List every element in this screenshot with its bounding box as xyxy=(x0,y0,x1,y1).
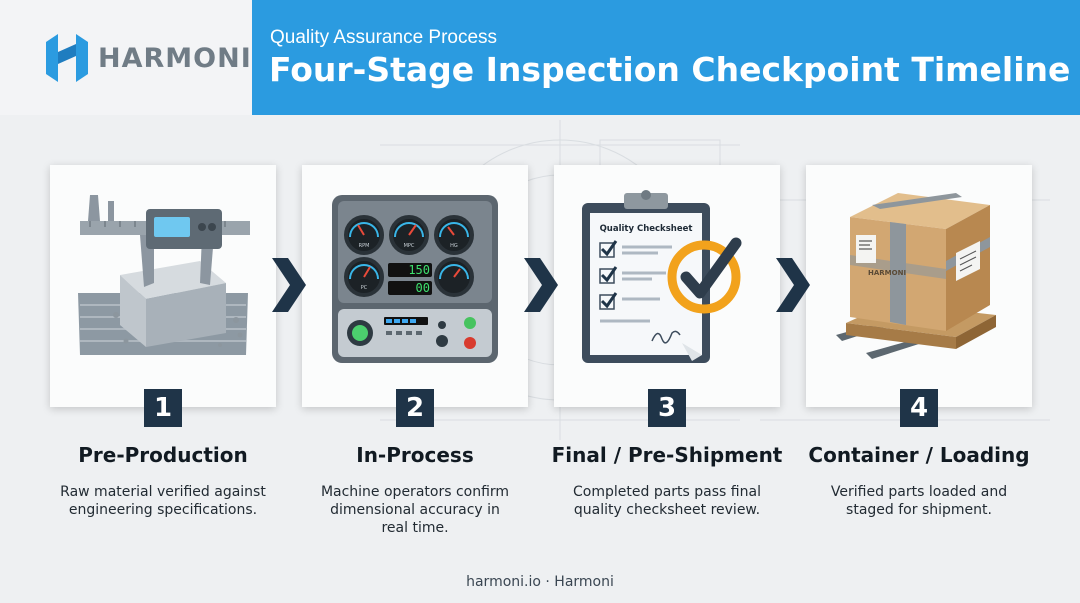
checksheet-title: Quality Checksheet xyxy=(600,224,693,234)
gauge-label: RPM xyxy=(359,243,370,249)
digital-readout: 00 xyxy=(416,281,430,295)
stage-2-title: In-Process xyxy=(356,443,474,467)
stage-1-title: Pre-Production xyxy=(78,443,248,467)
checksheet-icon: Quality Checksheet xyxy=(582,190,742,363)
header-logo-area: HARMONI xyxy=(0,0,252,115)
stage-4-description: Verified parts loaded and staged for shi… xyxy=(830,484,1008,518)
digital-readout: 150 xyxy=(408,263,430,277)
stage-4-card: HARMONI xyxy=(806,165,1032,407)
header-banner: Quality Assurance Process Four-Stage Ins… xyxy=(252,0,1080,115)
stage-4-title: Container / Loading xyxy=(808,443,1030,467)
stage-2-number: 2 xyxy=(396,389,434,427)
header-subtitle: Quality Assurance Process xyxy=(270,27,498,48)
gauge-label: MPC xyxy=(404,243,415,249)
chevron-right-icon xyxy=(272,258,306,312)
chevron-right-icon xyxy=(776,258,810,312)
caliper-icon xyxy=(78,195,250,355)
crate-pallet-icon: HARMONI xyxy=(836,193,996,359)
stage-4-number: 4 xyxy=(900,389,938,427)
stage-1-number: 1 xyxy=(144,389,182,427)
harmoni-logo-icon xyxy=(46,34,88,82)
brand-name: HARMONI xyxy=(98,42,252,74)
gauge-label: HG xyxy=(450,243,458,249)
chevron-right-icon xyxy=(524,258,558,312)
stage-3-card: Quality Checksheet xyxy=(554,165,780,407)
header-title: Four-Stage Inspection Checkpoint Timelin… xyxy=(269,50,1071,89)
stage-2-card: RPM MPC HG PC 150 00 xyxy=(302,165,528,407)
stage-3-number: 3 xyxy=(648,389,686,427)
stage-1-card xyxy=(50,165,276,407)
footer-attribution: harmoni.io · Harmoni xyxy=(466,574,614,590)
brand-logo[interactable]: HARMONI xyxy=(44,30,252,86)
stage-2-description: Machine operators confirm dimensional ac… xyxy=(320,484,510,536)
stage-3-description: Completed parts pass final quality check… xyxy=(573,484,761,518)
stage-3-title: Final / Pre-Shipment xyxy=(551,443,783,467)
stage-1-description: Raw material verified against engineerin… xyxy=(60,484,266,518)
control-panel-icon: RPM MPC HG PC 150 00 xyxy=(332,195,498,363)
gauge-label: PC xyxy=(361,285,368,291)
crate-logo-text: HARMONI xyxy=(868,269,906,277)
